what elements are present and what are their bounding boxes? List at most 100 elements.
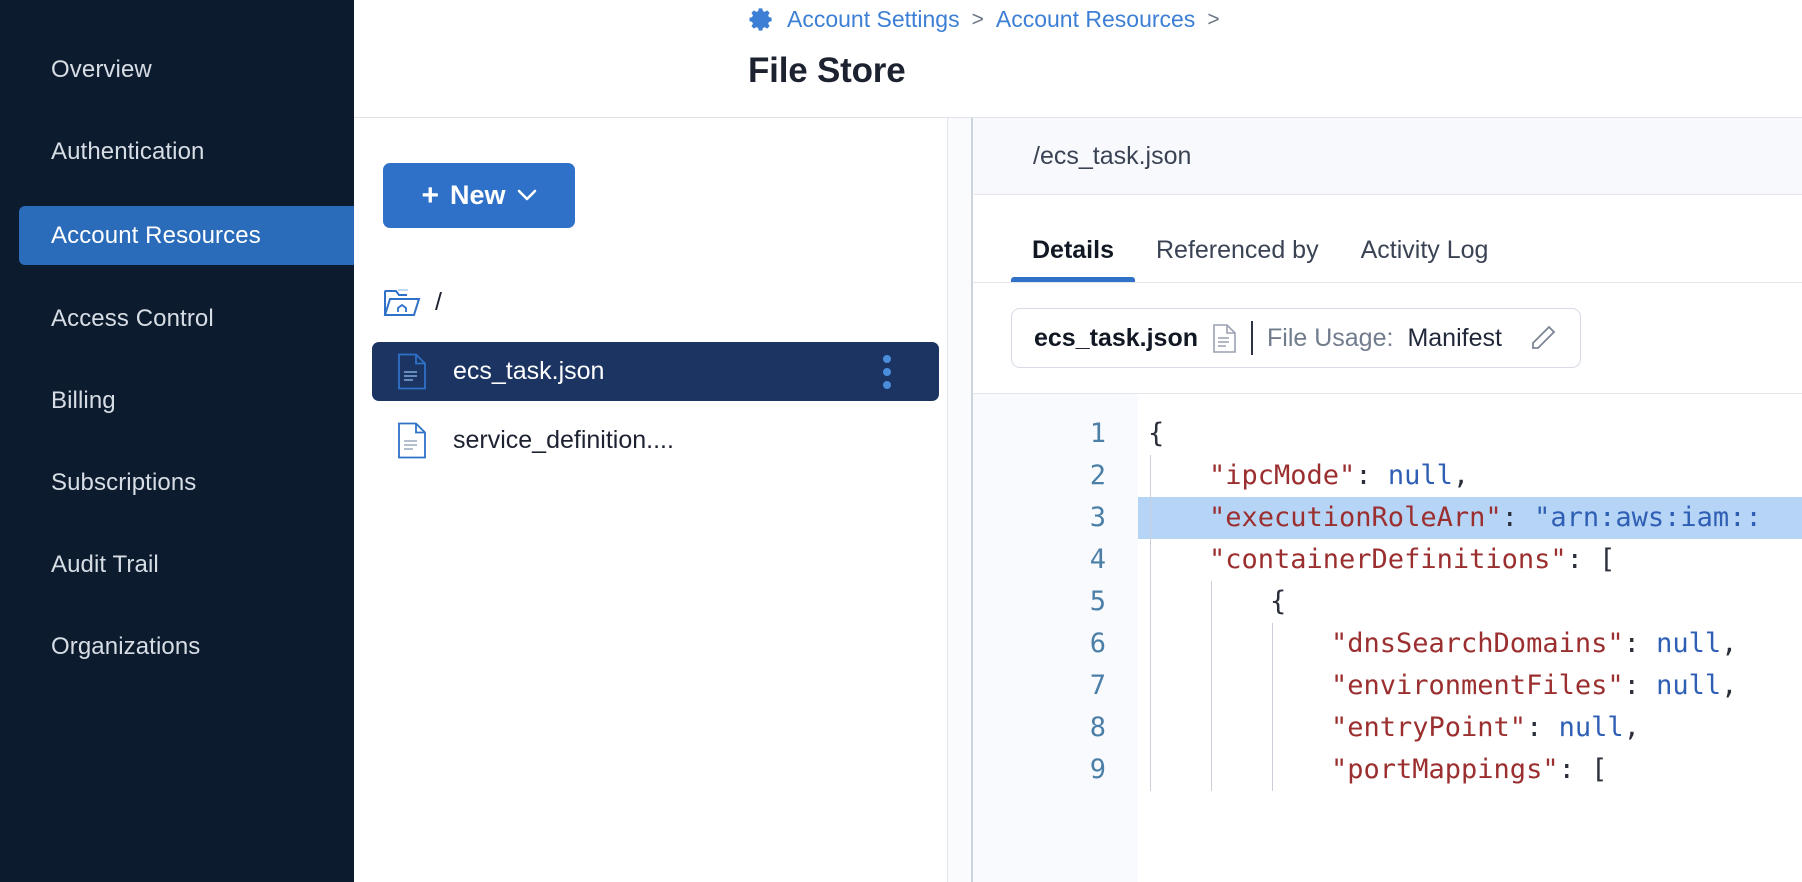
usage-file-name: ecs_task.json: [1034, 323, 1198, 352]
code-token: "arn:aws:iam::: [1534, 502, 1762, 533]
code-line: {: [1138, 413, 1802, 455]
code-token: null: [1387, 460, 1453, 491]
code-token: null: [1656, 670, 1722, 701]
sidebar-item-audit-trail[interactable]: Audit Trail: [0, 537, 354, 593]
tab-activity-log[interactable]: Activity Log: [1340, 236, 1510, 282]
code-token: "containerDefinitions": [1209, 544, 1567, 575]
breadcrumb-link-account-resources[interactable]: Account Resources: [995, 6, 1196, 32]
code-line: "executionRoleArn": "arn:aws:iam::: [1138, 497, 1802, 539]
code-line: "dnsSearchDomains": null,: [1138, 623, 1802, 665]
content-area: Account Settings > Account Resources > F…: [354, 0, 1802, 882]
sidebar-item-label: Subscriptions: [51, 469, 197, 496]
new-button[interactable]: + New: [383, 163, 575, 228]
code-token: {: [1148, 418, 1165, 449]
page-title: File Store: [748, 51, 906, 90]
line-number: 3: [1089, 502, 1106, 533]
breadcrumb-separator: >: [971, 7, 984, 31]
file-json-icon: [397, 353, 427, 390]
file-path-text: /ecs_task.json: [1033, 141, 1192, 170]
sidebar-item-label: Audit Trail: [51, 551, 159, 578]
file-name-label: ecs_task.json: [453, 357, 605, 385]
code-token: :: [1501, 502, 1535, 533]
file-usage-section: ecs_task.json File Usage: Manifest: [972, 283, 1802, 394]
new-button-label: New: [450, 180, 506, 210]
line-number: 7: [1089, 670, 1106, 701]
code-line: {: [1138, 581, 1802, 623]
code-token: "entryPoint": [1331, 712, 1527, 743]
sidebar-item-label: Overview: [51, 56, 152, 83]
file-usage-card: ecs_task.json File Usage: Manifest: [1011, 308, 1581, 368]
line-number: 4: [1089, 544, 1106, 575]
tab-details[interactable]: Details: [1011, 236, 1135, 282]
gear-icon: [748, 6, 775, 33]
code-token: :: [1623, 670, 1657, 701]
sidebar-item-account-resources[interactable]: Account Resources: [19, 206, 354, 265]
code-line: "containerDefinitions": [: [1138, 539, 1802, 581]
tab-label: Activity Log: [1360, 236, 1489, 264]
line-number: 6: [1089, 628, 1106, 659]
tab-label: Details: [1032, 236, 1114, 264]
code-token: :: [1355, 460, 1388, 491]
file-detail-pane: /ecs_task.json Details Referenced by Activ…: [948, 118, 1802, 882]
code-token: "portMappings": [1331, 754, 1559, 785]
code-token: :: [1526, 712, 1559, 743]
usage-value: Manifest: [1407, 323, 1502, 352]
pencil-edit-icon[interactable]: [1516, 323, 1558, 353]
code-token: "executionRoleArn": [1209, 502, 1502, 533]
sidebar-item-overview[interactable]: Overview: [0, 42, 354, 98]
file-list: ecs_task.json service_definition....: [372, 342, 939, 480]
breadcrumb: Account Settings > Account Resources >: [748, 6, 1220, 33]
plus-icon: +: [421, 178, 439, 212]
code-line: "ipcMode": null,: [1138, 455, 1802, 497]
code-line: "entryPoint": null,: [1138, 707, 1802, 749]
code-token: "environmentFiles": [1331, 670, 1624, 701]
breadcrumb-root-folder[interactable]: /: [383, 286, 442, 318]
file-name-label: service_definition....: [453, 426, 674, 454]
code-token: :: [1623, 628, 1657, 659]
usage-label: File Usage:: [1267, 323, 1394, 352]
sidebar-item-access-control[interactable]: Access Control: [0, 291, 354, 347]
code-token: {: [1270, 586, 1287, 617]
code-line: "environmentFiles": null,: [1138, 665, 1802, 707]
sidebar-item-organizations[interactable]: Organizations: [0, 619, 354, 675]
kebab-menu-icon[interactable]: [883, 354, 891, 389]
folder-home-icon: [383, 286, 421, 318]
file-list-item[interactable]: ecs_task.json: [372, 342, 939, 401]
code-token: ,: [1721, 670, 1738, 701]
sidebar-item-authentication[interactable]: Authentication: [0, 124, 354, 180]
sidebar-item-label: Account Resources: [51, 221, 261, 249]
line-number: 9: [1089, 754, 1106, 785]
detail-left-gutter: [948, 118, 972, 882]
sidebar-item-billing[interactable]: Billing: [0, 373, 354, 429]
code-token: null: [1656, 628, 1722, 659]
tab-label: Referenced by: [1155, 236, 1319, 264]
breadcrumb-link-account-settings[interactable]: Account Settings: [787, 6, 960, 32]
file-path-header: /ecs_task.json: [972, 118, 1802, 195]
sidebar-item-label: Authentication: [51, 138, 205, 165]
page-header: Account Settings > Account Resources > F…: [354, 0, 1802, 118]
chevron-down-icon: [517, 189, 537, 202]
line-number: 5: [1089, 586, 1106, 617]
root-path-label: /: [435, 287, 442, 316]
workspace: + New /: [354, 118, 1802, 882]
tab-referenced-by[interactable]: Referenced by: [1135, 236, 1340, 282]
sidebar-item-subscriptions[interactable]: Subscriptions: [0, 455, 354, 511]
code-content[interactable]: {"ipcMode": null,"executionRoleArn": "ar…: [1138, 394, 1802, 882]
sidebar-item-label: Access Control: [51, 305, 214, 332]
code-token: ,: [1452, 460, 1470, 491]
line-number: 2: [1089, 460, 1106, 491]
code-token: "ipcMode": [1209, 460, 1356, 491]
document-icon: [1212, 323, 1237, 354]
code-token: "dnsSearchDomains": [1331, 628, 1624, 659]
code-token: : [: [1566, 544, 1616, 575]
usage-divider: [1251, 321, 1253, 355]
sidebar-item-label: Organizations: [51, 633, 201, 660]
breadcrumb-separator: >: [1207, 7, 1220, 31]
code-token: ,: [1721, 628, 1738, 659]
file-list-item[interactable]: service_definition....: [372, 411, 939, 470]
code-token: : [: [1558, 754, 1608, 785]
